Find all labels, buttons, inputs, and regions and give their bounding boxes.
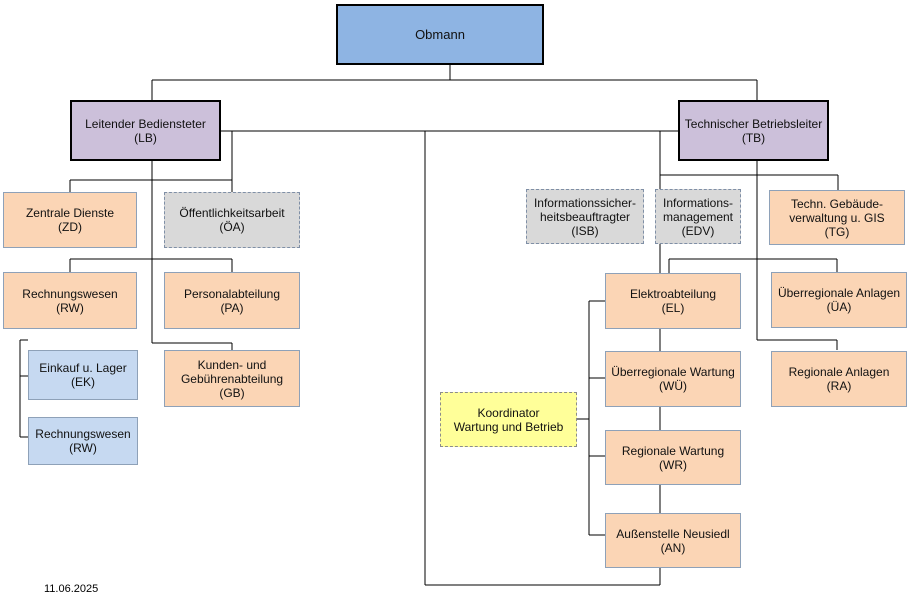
box-name: Obmann (415, 26, 465, 42)
box-code: (PA) (220, 300, 244, 315)
ra-box: Regionale Anlagen (RA) (771, 351, 907, 407)
isb-box: Informationssicher- heitsbeauftragter (I… (526, 189, 644, 244)
box-name: Personalabteilung (183, 286, 281, 301)
box-line2: heitsbeauftragter (539, 209, 631, 224)
box-code: (ÖA) (219, 220, 245, 234)
el-box: Elektroabteilung (EL) (605, 273, 741, 329)
box-name: Außenstelle Neusiedl (616, 526, 730, 541)
box-name: Überregionale Anlagen (777, 286, 901, 300)
wu-box: Überregionale Wartung (WÜ) (605, 351, 741, 407)
box-name: Rechnungswesen (35, 427, 131, 441)
tg-box: Techn. Gebäude- verwaltung u. GIS (TG) (769, 190, 905, 245)
box-name: Technischer Betriebsleiter (684, 116, 823, 131)
box-code: (GB) (219, 385, 245, 400)
gb-box: Kunden- und Gebührenabteilung (GB) (164, 350, 300, 407)
wr-box: Regionale Wartung (WR) (605, 430, 741, 485)
koord-box: Koordinator Wartung und Betrieb (440, 392, 577, 447)
box-code: (RA) (826, 379, 852, 393)
pa-box: Personalabteilung (PA) (164, 272, 300, 329)
zd-box: Zentrale Dienste (ZD) (3, 192, 137, 248)
an-box: Außenstelle Neusiedl (AN) (605, 513, 741, 568)
box-name: Regionale Wartung (621, 443, 725, 458)
lb-box: Leitender Bediensteter (LB) (70, 100, 221, 161)
box-line2: management (662, 209, 734, 224)
box-code: (TG) (824, 224, 850, 239)
box-line2: Gebührenabteilung (180, 371, 284, 386)
box-line1: Kunden- und (197, 357, 267, 372)
box-name: Elektroabteilung (629, 287, 717, 301)
box-code: (RW) (56, 300, 84, 315)
box-code: (WÜ) (659, 379, 687, 393)
box-line1: Informations- (662, 195, 734, 210)
date-label: 11.06.2025 (44, 583, 99, 595)
box-code: (ÜA) (826, 300, 852, 314)
box-name: Einkauf u. Lager (39, 361, 127, 375)
box-name: Öffentlichkeitsarbeit (179, 206, 285, 220)
rw2-box: Rechnungswesen (RW) (28, 417, 138, 465)
box-line2: verwaltung u. GIS (789, 210, 885, 225)
ek-box: Einkauf u. Lager (EK) (28, 350, 138, 400)
box-code: (EDV) (681, 223, 715, 238)
box-code: (TB) (741, 130, 766, 145)
rw-box: Rechnungswesen (RW) (3, 272, 137, 329)
box-code: (WR) (659, 457, 687, 472)
box-name: Rechnungswesen (22, 286, 118, 301)
box-code: (RW) (69, 441, 97, 455)
box-line1: Informationssicher- (533, 195, 637, 210)
box-code: (LB) (134, 130, 157, 145)
box-line1: Techn. Gebäude- (790, 196, 884, 211)
oea-box: Öffentlichkeitsarbeit (ÖA) (164, 192, 300, 248)
box-name: Überregionale Wartung (611, 365, 735, 379)
box-name: Zentrale Dienste (25, 206, 115, 220)
box-code: (ZD) (58, 220, 82, 234)
box-code: (AN) (660, 540, 686, 555)
edv-box: Informations- management (EDV) (655, 189, 741, 244)
tb-box: Technischer Betriebsleiter (TB) (678, 100, 829, 161)
ua-box: Überregionale Anlagen (ÜA) (771, 272, 907, 328)
box-name: Regionale Anlagen (788, 365, 890, 379)
box-line1: Koordinator (477, 405, 540, 420)
box-code: (ISB) (571, 223, 599, 238)
box-name: Leitender Bediensteter (85, 116, 206, 131)
obmann-box: Obmann (336, 4, 544, 65)
box-code: (EL) (661, 301, 685, 315)
box-code: (EK) (71, 375, 95, 389)
box-line2: Wartung und Betrieb (453, 419, 564, 434)
